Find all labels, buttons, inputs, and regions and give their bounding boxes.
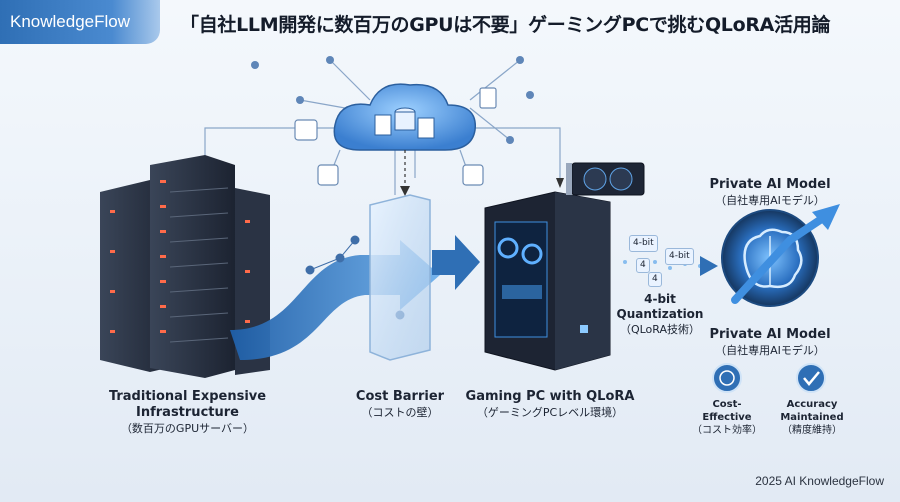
private-top-jp: （自社専用AIモデル）: [715, 194, 825, 207]
traditional-jp: （数百万のGPUサーバー）: [120, 422, 255, 435]
traditional-label: Traditional Expensive Infrastructure （数百…: [100, 389, 275, 437]
cost-title: Cost-: [712, 399, 742, 410]
private-bottom-title: Private AI Model: [709, 327, 831, 342]
acc-title: Accuracy: [786, 399, 838, 410]
bit-chip: 4-bit: [665, 248, 694, 265]
private-top-label: Private AI Model （自社専用AIモデル）: [700, 177, 840, 209]
page-title: 「自社LLM開発に数百万のGPUは不要」ゲーミングPCで挑むQLoRA活用論: [180, 14, 831, 36]
quant-label: 4-bit Quantization （QLoRA技術）: [610, 292, 710, 337]
list-icon: [317, 164, 339, 186]
traditional-title: Traditional Expensive: [108, 389, 267, 404]
private-bottom-jp: （自社専用AIモデル）: [715, 344, 825, 357]
pc-tower-icon: [484, 191, 611, 371]
checkmark-icon: [796, 363, 826, 393]
traditional-title-2: Infrastructure: [136, 405, 239, 420]
barrier-jp: （コストの壁）: [361, 406, 439, 419]
cost-title-2: Effective: [702, 412, 752, 423]
cost-effective-label: Cost- Effective （コスト効率）: [692, 398, 762, 437]
document-icon: [479, 87, 497, 109]
document-icon: [374, 114, 392, 136]
quant-jp: （QLoRA技術）: [619, 323, 701, 336]
bit-chip: 4: [648, 272, 662, 287]
accuracy-label: Accuracy Maintained （精度維持）: [772, 398, 852, 437]
gaming-label: Gaming PC with QLoRA （ゲーミングPCレベル環境）: [460, 389, 640, 421]
private-bottom-label: Private AI Model （自社専用AIモデル）: [700, 327, 840, 359]
document-icon: [417, 117, 435, 139]
quant-title-2: Quantization: [616, 307, 704, 321]
gpu-card-icon: [566, 162, 645, 196]
barrier-label: Cost Barrier （コストの壁）: [345, 389, 455, 421]
bit-chip: 4-bit: [629, 235, 658, 252]
private-top-title: Private AI Model: [709, 177, 831, 192]
coin-icon: [712, 363, 742, 393]
cost-jp: （コスト効率）: [692, 425, 762, 436]
acc-jp: （精度維持）: [782, 425, 842, 436]
footer-credit: 2025 AI KnowledgeFlow: [755, 474, 884, 488]
brand-logo: KnowledgeFlow: [0, 0, 160, 44]
barrier-title: Cost Barrier: [355, 389, 445, 404]
gaming-title: Gaming PC with QLoRA: [465, 389, 635, 404]
quant-title: 4-bit: [644, 292, 676, 306]
gaming-jp: （ゲーミングPCレベル環境）: [476, 406, 624, 419]
cloud-icon: [333, 83, 476, 151]
acc-title-2: Maintained: [780, 412, 844, 423]
upload-icon: [294, 119, 318, 141]
list-icon: [462, 164, 484, 186]
bit-chip: 4: [636, 258, 650, 273]
glass-barrier: [369, 194, 431, 361]
